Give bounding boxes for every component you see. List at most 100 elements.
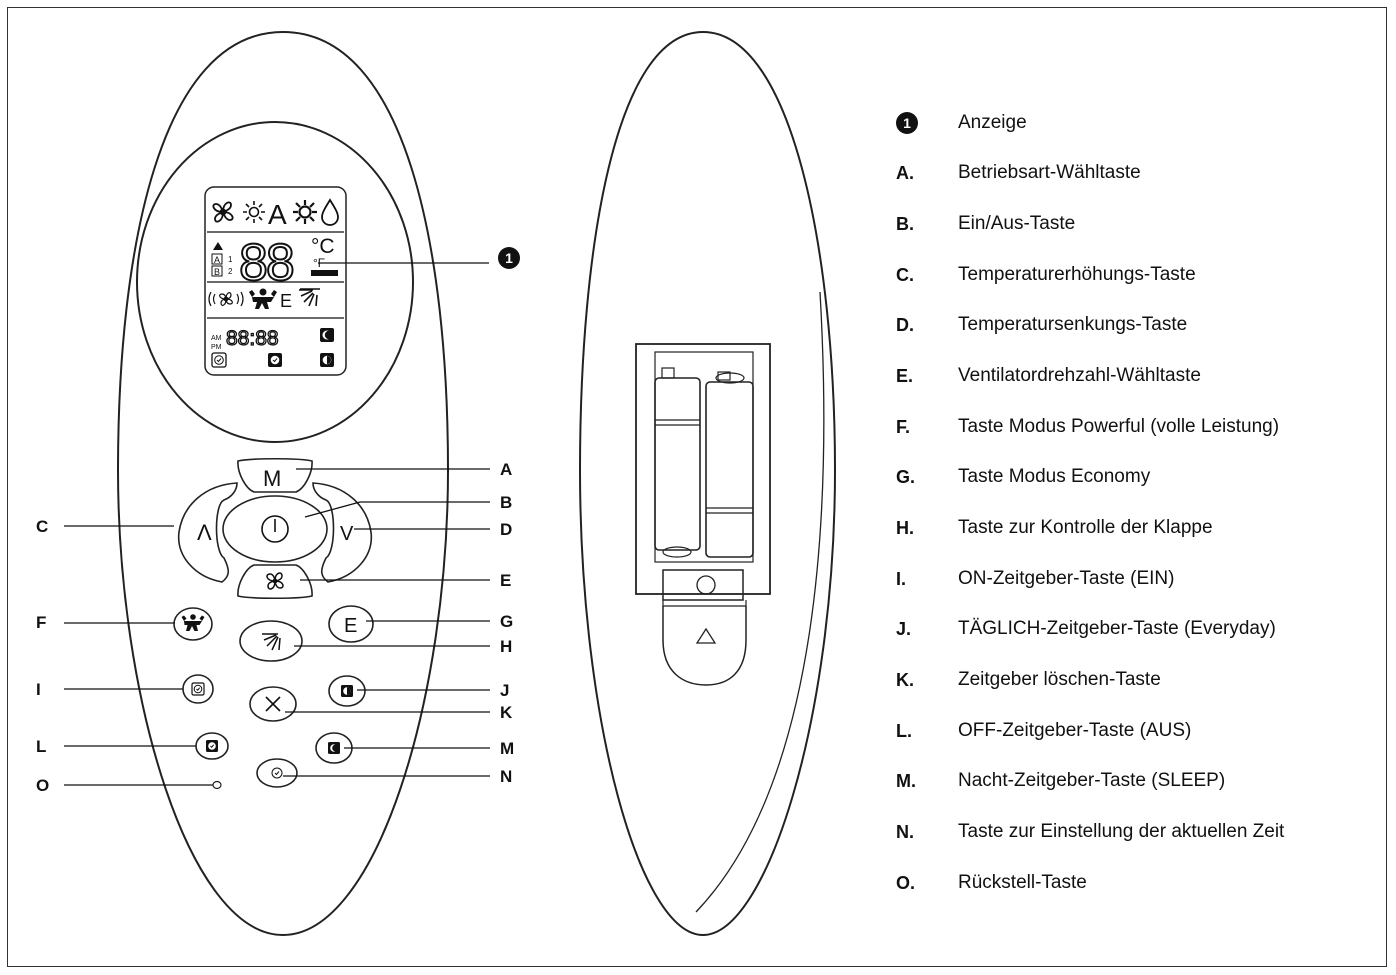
on-timer-icon <box>191 682 205 696</box>
legend-text: OFF-Zeitgeber-Taste (AUS) <box>958 720 1192 741</box>
legend-row-b: B. Ein/Aus-Taste <box>896 209 1075 239</box>
legend-key: J. <box>896 618 912 639</box>
legend-display-marker: 1 <box>896 112 918 134</box>
page-frame <box>7 7 1387 967</box>
temp-up-button[interactable] <box>177 482 238 583</box>
power-icon <box>261 515 289 543</box>
callout-g: G <box>500 612 513 631</box>
daily-timer-icon <box>341 685 353 697</box>
lcd-snowflake-icon <box>293 200 317 224</box>
legend-text: Temperaturerhöhungs-Taste <box>958 264 1196 285</box>
lcd-clock-digits: 88:88 <box>226 327 279 350</box>
callout-h: H <box>500 637 512 656</box>
sleep-icon <box>328 742 340 754</box>
legend-key: N. <box>896 821 914 842</box>
callout-m: M <box>500 739 514 758</box>
callout-o: O <box>36 776 49 795</box>
lcd-sleep-icon <box>320 328 334 342</box>
callout-l: L <box>36 737 46 756</box>
lcd-timer-b-num: 2 <box>228 267 233 276</box>
lcd-auto-symbol: A <box>268 199 287 230</box>
callout-display-marker <box>498 247 520 269</box>
legend-row-c: C. Temperaturerhöhungs-Taste <box>896 260 1196 290</box>
legend-key: L. <box>896 720 912 741</box>
lcd-am-label: AM <box>211 335 222 342</box>
fan-speed-icon <box>266 572 284 590</box>
legend-text: Ein/Aus-Taste <box>958 213 1076 234</box>
lcd-drop-icon <box>321 198 339 226</box>
legend-text: Taste zur Kontrolle der Klappe <box>958 517 1213 538</box>
legend-row-h: H. Taste zur Kontrolle der Klappe <box>896 513 1213 543</box>
callout-d: D <box>500 520 512 539</box>
legend-key: E. <box>896 365 914 386</box>
callout-n: N <box>500 767 512 786</box>
lcd-off-timer-icon <box>268 353 282 367</box>
legend-key: A. <box>896 162 914 183</box>
mode-button-label: M <box>263 466 281 491</box>
callout-b: B <box>500 493 512 512</box>
callout-a: A <box>500 460 512 479</box>
clock-set-icon <box>271 767 283 779</box>
legend-key: B. <box>896 213 914 234</box>
clock-set-button[interactable] <box>256 758 298 788</box>
legend-text: ON-Zeitgeber-Taste (EIN) <box>958 568 1175 589</box>
legend-key: C. <box>896 264 914 285</box>
lcd-powerful-icon <box>249 288 277 309</box>
lcd-timer-a-label: A <box>214 255 220 265</box>
legend-text: Betriebsart-Wähltaste <box>958 162 1141 183</box>
lcd-fan-icon <box>212 201 234 223</box>
legend-row-i: I. ON-Zeitgeber-Taste (EIN) <box>896 564 1174 594</box>
lcd-triangle-icon <box>213 242 223 250</box>
legend-text: Zeitgeber löschen-Taste <box>958 669 1161 690</box>
lcd-daily-timer-icon <box>320 353 334 367</box>
lcd-timer-a-num: 1 <box>228 255 233 264</box>
lcd-louver-icon <box>299 288 320 307</box>
off-timer-icon <box>206 740 218 752</box>
legend-text: Nacht-Zeitgeber-Taste (SLEEP) <box>958 770 1226 791</box>
back-edge-line <box>695 291 825 913</box>
temp-down-button[interactable] <box>312 482 373 583</box>
on-timer-button[interactable] <box>182 674 214 704</box>
lcd-fan-swing-icon <box>208 291 244 307</box>
legend-row-n: N. Taste zur Einstellung der aktuellen Z… <box>896 817 1284 847</box>
legend-key: O. <box>896 872 916 893</box>
legend-text: Taste zur Einstellung der aktuellen Zeit <box>958 821 1285 842</box>
mode-button[interactable] <box>237 457 313 493</box>
lcd-unit-celsius: °C <box>311 235 335 258</box>
reset-button[interactable] <box>212 780 222 790</box>
legend-text: Taste Modus Economy <box>958 466 1151 487</box>
legend-text: Ventilatordrehzahl-Wähltaste <box>958 365 1201 386</box>
legend-key: G. <box>896 466 916 487</box>
lcd-bar <box>311 270 338 276</box>
legend-row-j: J. TÄGLICH-Zeitgeber-Taste (Everyday) <box>896 614 1276 644</box>
legend-row-k: K. Zeitgeber löschen-Taste <box>896 665 1161 695</box>
callout-j: J <box>500 681 509 700</box>
legend-row-f: F. Taste Modus Powerful (volle Leistung) <box>896 412 1279 442</box>
legend-row-d: D. Temperatursenkungs-Taste <box>896 310 1187 340</box>
legend-text: Anzeige <box>958 112 1027 133</box>
lcd-sun-icon <box>243 201 265 223</box>
temp-up-label: Λ <box>197 520 212 545</box>
legend-text: TÄGLICH-Zeitgeber-Taste (Everyday) <box>958 618 1276 639</box>
legend-key: F. <box>896 416 911 437</box>
legend-key: I. <box>896 568 907 589</box>
callout-c: C <box>36 517 48 536</box>
legend-text: Temperatursenkungs-Taste <box>958 314 1188 335</box>
callout-display-number: 1 <box>505 250 513 266</box>
callout-f: F <box>36 613 46 632</box>
lcd-on-timer-icon <box>211 352 227 368</box>
remote-back-body <box>578 30 837 937</box>
economy-button[interactable] <box>328 605 374 643</box>
legend-row-g: G. Taste Modus Economy <box>896 462 1150 492</box>
lcd-timer-b-label: B <box>214 267 220 277</box>
economy-label: E <box>344 615 357 637</box>
legend-key: K. <box>896 669 914 690</box>
legend-row-o: O. Rückstell-Taste <box>896 868 1087 898</box>
legend-text: Taste Modus Powerful (volle Leistung) <box>958 416 1280 437</box>
callout-k: K <box>500 703 513 722</box>
legend-row-a: A. Betriebsart-Wähltaste <box>896 158 1141 188</box>
legend-key: D. <box>896 314 914 335</box>
callout-lines <box>64 262 490 786</box>
lcd-panel <box>204 186 347 376</box>
